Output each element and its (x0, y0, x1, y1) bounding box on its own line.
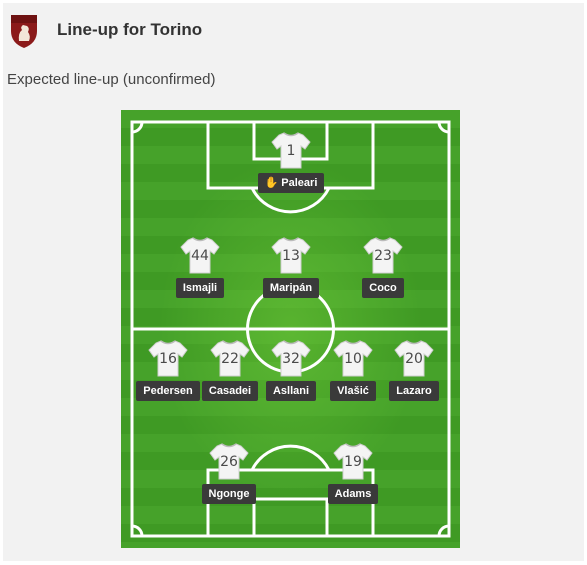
shirt-icon: 20 (394, 338, 434, 378)
player-name-tag[interactable]: Vlašić (330, 381, 376, 401)
player-name: Maripán (269, 282, 313, 294)
player-name: Asllani (272, 385, 310, 397)
player-name: Ngonge (208, 488, 250, 500)
player-name: Lazaro (396, 385, 432, 397)
shirt-icon: 13 (271, 235, 311, 275)
shirt-number: 26 (220, 454, 238, 470)
player-name-tag[interactable]: Lazaro (389, 381, 439, 401)
player-name-tag[interactable]: Asllani (265, 381, 317, 401)
player-name: Pedersen (143, 385, 193, 397)
shirt-icon: 19 (333, 441, 373, 481)
player-name: Adams (334, 488, 372, 500)
player-name-tag[interactable]: Casadei (201, 381, 259, 401)
shirt-number: 10 (344, 351, 362, 367)
shirt-icon: 1 (271, 130, 311, 170)
player-name-tag[interactable]: Maripán (262, 278, 320, 298)
shirt-icon: 26 (209, 441, 249, 481)
player-name: Paleari (281, 177, 318, 189)
player-name-tag[interactable]: Coco (362, 278, 404, 298)
shirt-number: 44 (191, 248, 209, 264)
shirt-icon: 10 (333, 338, 373, 378)
player-name-tag[interactable]: Ismajli (175, 278, 225, 298)
torino-crest-icon (9, 13, 39, 49)
page-title: Line-up for Torino (57, 20, 203, 39)
player-name-tag[interactable]: Adams (327, 484, 379, 504)
shirt-number: 16 (159, 351, 177, 367)
shirt-number: 19 (344, 454, 362, 470)
player-name: Coco (369, 282, 397, 294)
lineup-status-text: Expected line-up (unconfirmed) (7, 71, 216, 88)
player-name: Casadei (208, 385, 252, 397)
shirt-number: 20 (405, 351, 423, 367)
shirt-icon: 22 (210, 338, 250, 378)
shirt-number: 23 (374, 248, 392, 264)
lineup-header: Line-up for Torino (3, 3, 584, 55)
player-name-tag[interactable]: Pedersen (136, 381, 200, 401)
shirt-icon: 16 (148, 338, 188, 378)
player-name: Vlašić (337, 385, 369, 397)
player-paleari[interactable]: 1 ✋Paleari (251, 130, 331, 193)
shirt-icon: 32 (271, 338, 311, 378)
shirt-number: 13 (282, 248, 300, 264)
shirt-icon: 23 (363, 235, 403, 275)
player-name-tag[interactable]: ✋Paleari (257, 173, 325, 193)
shirt-icon: 44 (180, 235, 220, 275)
player-name-tag[interactable]: Ngonge (201, 484, 257, 504)
player-name: Ismajli (182, 282, 218, 294)
shirt-number: 22 (221, 351, 239, 367)
shirt-number: 1 (286, 143, 296, 159)
shirt-number: 32 (282, 351, 300, 367)
goalkeeper-glove-icon: ✋ (264, 177, 279, 189)
